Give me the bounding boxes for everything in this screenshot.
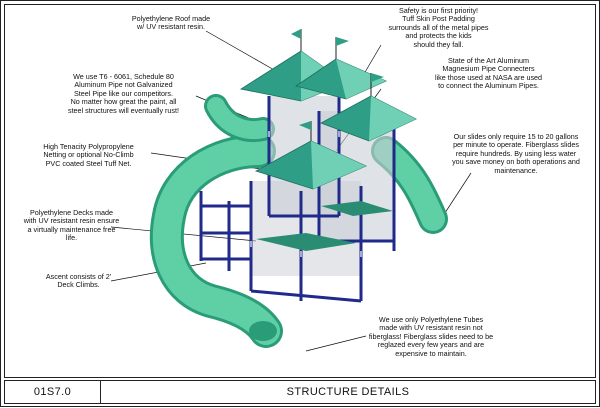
title-block: 01S7.0 STRUCTURE DETAILS — [4, 380, 596, 404]
callout-aluminum-pipe: We use T6 - 6061, Schedule 80 Aluminum P… — [67, 72, 180, 115]
spiral-slide — [149, 134, 283, 348]
callout-safety: Safety is our first priority! Tuff Skin … — [388, 6, 489, 49]
callout-slides-water: Our slides only require 15 to 20 gallons… — [452, 132, 580, 175]
flags — [291, 29, 384, 141]
leader-roof — [205, 30, 277, 72]
sheet-title: STRUCTURE DETAILS — [286, 386, 410, 398]
leader-tubes — [305, 335, 367, 352]
back-tube — [204, 94, 275, 142]
callout-roof: Polyethylene Roof made w/ UV resistant r… — [131, 14, 211, 32]
callout-connecters: State of the Art Aluminum Magnesium Pipe… — [434, 56, 543, 91]
drawing-frame — [4, 4, 596, 378]
decks — [256, 201, 393, 251]
callout-ascent: Ascent consists of 2' Deck Climbs. — [45, 272, 112, 290]
sheet-code: 01S7.0 — [5, 381, 101, 403]
callout-decks: Polyethylene Decks made with UV resistan… — [23, 208, 120, 243]
callout-tubes: We use only Polyethylene Tubes made with… — [368, 315, 494, 358]
roofs — [239, 50, 417, 190]
callout-netting: High Tenacity Polypropylene Netting or o… — [43, 142, 134, 168]
